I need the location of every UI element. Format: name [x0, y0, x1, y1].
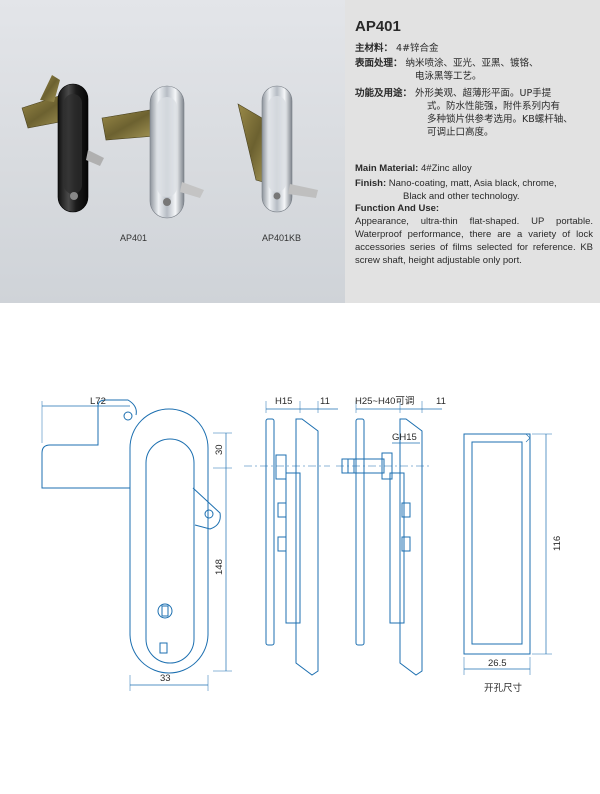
finish-en-row: Finish: Nano-coating, matt, Asia black, …: [355, 177, 593, 190]
black-handle-image: [21, 75, 104, 213]
kb-handle-image: [237, 85, 318, 213]
finish-en-value-1: Nano-coating, matt, Asia black, chrome,: [388, 178, 557, 189]
material-cn-row: 主材料： 4#锌合金: [355, 42, 439, 55]
dim-width-l72: L72: [90, 396, 106, 407]
dim-cutout-116: 116: [552, 536, 563, 551]
function-cn-row: 功能及用途： 外形美观、超薄形平面。UP手提: [355, 87, 551, 100]
dim-body-33: 33: [160, 673, 171, 684]
function-cn-value-3: 多种锁片供参考选用。KB螺杆轴、: [427, 114, 573, 125]
function-cn-value-4: 可调止口高度。: [427, 127, 494, 138]
finish-en-value-2: Black and other technology.: [403, 191, 520, 202]
kb-view: [336, 401, 442, 676]
chrome-handle-image: [101, 85, 204, 219]
function-cn-label: 功能及用途：: [355, 88, 413, 99]
material-cn-value: 4#锌合金: [396, 43, 439, 54]
front-view: [41, 399, 232, 691]
caption-ap401: AP401: [120, 233, 148, 243]
function-en-text: Appearance, ultra-thin flat-shaped. UP p…: [355, 216, 593, 266]
dim-cutout-26-5: 26.5: [488, 658, 507, 669]
product-photo: [21, 75, 318, 219]
drawing-svg: L72 30 148 33 H15 11 H25~H40可调 11 GH15 1…: [41, 396, 563, 694]
dim-kb-11: 11: [436, 396, 446, 407]
model-title: AP401: [355, 18, 401, 35]
surface-cn-value-2: 电泳黑等工艺。: [415, 71, 482, 82]
material-cn-label: 主材料：: [355, 43, 394, 54]
dim-top-30: 30: [214, 444, 225, 455]
surface-cn-label: 表面处理：: [355, 58, 403, 69]
surface-cn-row: 表面处理： 纳米喷涂、亚光、亚黑、镀铬、: [355, 57, 539, 70]
function-cn-value-1: 外形美观、超薄形平面。UP手提: [415, 88, 552, 99]
function-en-label: Function And Use:: [355, 203, 440, 214]
material-en-label: Main Material:: [355, 163, 419, 174]
cutout-size-label: 开孔尺寸: [484, 682, 523, 694]
caption-ap401kb: AP401KB: [262, 233, 302, 243]
material-en-value: 4#Zinc alloy: [421, 163, 472, 174]
finish-en-label: Finish:: [355, 178, 387, 189]
product-info-panel: AP401 主材料： 4#锌合金 表面处理： 纳米喷涂、亚光、亚黑、镀铬、 电泳…: [345, 0, 600, 303]
technical-drawing: L72 30 148 33 H15 11 H25~H40可调 11 GH15 1…: [0, 303, 600, 790]
dim-front-h15: H15: [275, 396, 292, 407]
function-en-label-row: Function And Use:: [355, 202, 593, 215]
dim-kb-gh15: GH15: [392, 432, 417, 443]
function-cn-value-2: 式。防水性能强，附件系列内有: [427, 101, 561, 112]
side-view: [244, 401, 338, 676]
surface-cn-value-1: 纳米喷涂、亚光、亚黑、镀铬、: [405, 58, 539, 69]
dim-front-11: 11: [320, 396, 330, 407]
dim-kb-h25-h40: H25~H40可调: [355, 396, 414, 407]
product-photo-panel: AP401 AP401KB: [0, 0, 345, 303]
dim-height-148: 148: [214, 559, 225, 575]
material-en-row: Main Material: 4#Zinc alloy: [355, 162, 593, 175]
cutout-view: [463, 433, 552, 675]
